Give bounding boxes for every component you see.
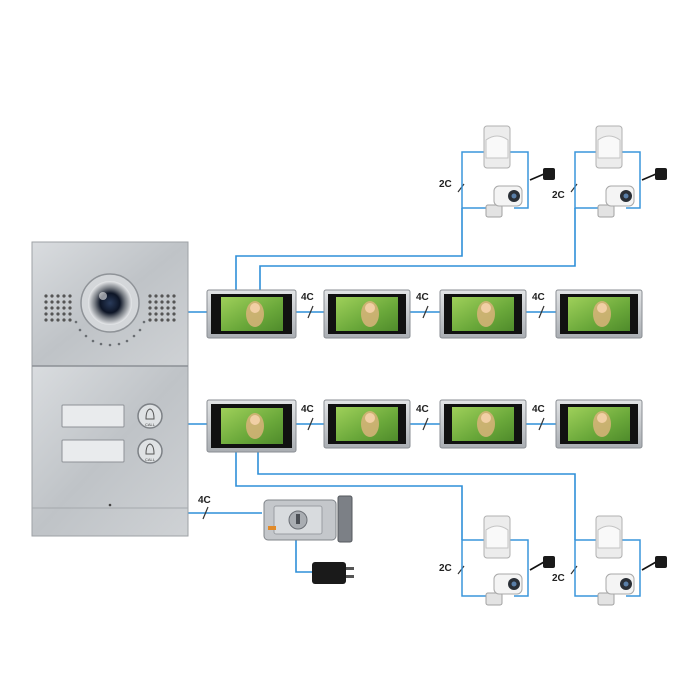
wire-mark: [307, 417, 314, 431]
indoor-monitor: [323, 289, 411, 339]
wire-mark: [457, 565, 465, 575]
wire-label: 4C: [301, 404, 314, 415]
sensor-loop-wire: [461, 539, 486, 597]
sensor-group-top-right: [574, 125, 667, 218]
bell-icon: [145, 408, 155, 420]
power-adapter: [641, 556, 667, 571]
wire-label: 2C: [439, 563, 452, 574]
wire-row1-to-sensors-left: [235, 208, 463, 290]
wire-label: 4C: [301, 292, 314, 303]
indoor-monitor: [206, 289, 297, 339]
sensor-group-bottom-left: [461, 515, 555, 606]
power-adapter: [529, 168, 555, 181]
wire-label: 4C: [416, 292, 429, 303]
security-camera: [597, 573, 635, 606]
indoor-monitor: [323, 399, 411, 449]
call-button-text: CALL: [145, 457, 156, 462]
indoor-monitor: [555, 399, 643, 449]
wire-count-marks: [202, 183, 578, 575]
keyhole-icon: [296, 514, 300, 524]
wire-lock-to-adapter: [295, 540, 312, 573]
door-station-panel: CALL CALL: [31, 241, 189, 537]
security-camera: [597, 185, 635, 218]
sensor-loop-wire: [620, 151, 641, 209]
sensor-loop-wire: [508, 151, 529, 209]
motion-sensor: [595, 125, 623, 169]
wire-mark: [538, 417, 545, 431]
wire-mark: [202, 506, 209, 520]
wire-mark: [538, 305, 545, 319]
motion-sensor: [595, 515, 623, 559]
wire-label: 4C: [198, 495, 211, 506]
indoor-monitor: [206, 399, 297, 453]
sensor-loop-wire: [620, 539, 641, 597]
indoor-monitor: [555, 289, 643, 339]
call-button-text: CALL: [145, 422, 156, 427]
wire-label: 4C: [532, 404, 545, 415]
lock-latch: [337, 495, 353, 543]
security-camera: [485, 573, 523, 606]
call-button-2[interactable]: CALL: [137, 438, 163, 464]
ir-led-ring: [74, 320, 146, 347]
indoor-monitor: [439, 399, 527, 449]
monitor-row-1: [206, 289, 643, 339]
wire-label: 4C: [532, 292, 545, 303]
indoor-monitor: [439, 289, 527, 339]
wire-mark: [457, 183, 465, 193]
motion-sensor: [483, 125, 511, 169]
wire-row2-to-sensors-left: [235, 452, 463, 540]
monitor-row-2: [206, 399, 643, 453]
sensor-loop-wire: [574, 151, 598, 209]
sensor-group-bottom-right: [574, 515, 667, 606]
security-camera: [485, 185, 523, 218]
lock-power-adapter: [312, 562, 354, 584]
sensor-loop-wire: [508, 539, 529, 597]
wire-mark: [422, 305, 429, 319]
wire-label: 2C: [552, 190, 565, 201]
speaker-grille-left: [44, 294, 72, 322]
microphone-hole: [108, 503, 112, 507]
camera-lens: [88, 281, 132, 325]
sensor-loop-wire: [574, 539, 598, 597]
sensor-group-top-left: [461, 125, 555, 218]
motion-sensor: [483, 515, 511, 559]
name-plate-2: [61, 439, 125, 463]
wire-label: 2C: [439, 179, 452, 190]
wire-row1-to-sensors-right: [259, 208, 576, 290]
electric-lock: [263, 495, 353, 543]
wire-label: 4C: [416, 404, 429, 415]
bell-icon: [145, 443, 155, 455]
name-plate-1: [61, 404, 125, 428]
wire-mark: [422, 417, 429, 431]
wire-mark: [570, 565, 578, 575]
wire-label: 2C: [552, 573, 565, 584]
power-adapter: [529, 556, 555, 571]
call-button-1[interactable]: CALL: [137, 403, 163, 429]
wire-mark: [570, 183, 578, 193]
wiring-lines: [188, 208, 576, 573]
power-adapter: [641, 168, 667, 181]
wire-mark: [307, 305, 314, 319]
sensor-loop-wire: [461, 151, 486, 209]
speaker-grille-right: [148, 294, 176, 322]
wire-labels: 4C 4C 4C 4C 4C 4C 4C 2C 2C 2C 2C: [198, 179, 565, 584]
wire-row2-to-sensors-right: [257, 452, 576, 540]
camera-lens-glint: [99, 292, 107, 300]
lock-indicator: [268, 526, 276, 530]
